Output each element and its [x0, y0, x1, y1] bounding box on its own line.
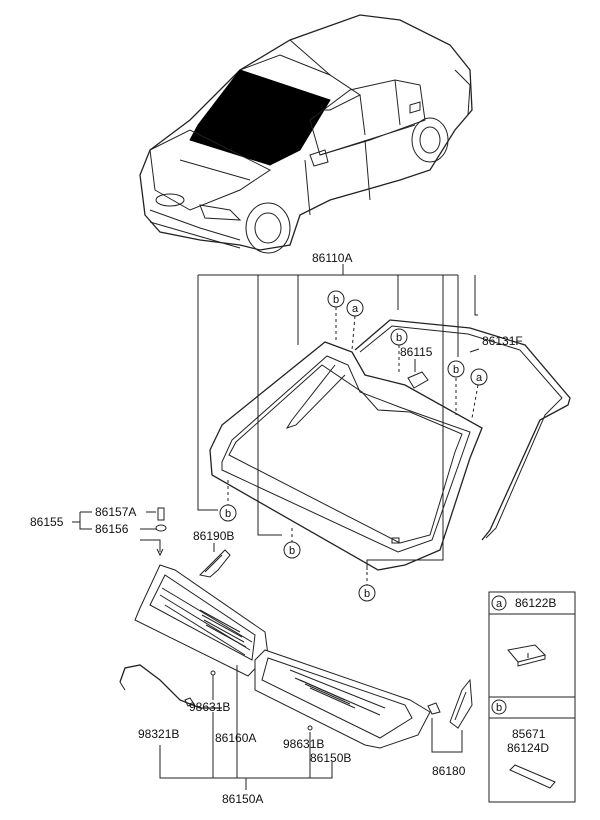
callout-b-4-letter: b — [225, 508, 231, 520]
label-86160A: 86160A — [215, 731, 256, 745]
clip-right — [307, 725, 313, 731]
label-86180: 86180 — [432, 764, 466, 778]
callout-a-2-letter: a — [476, 372, 483, 384]
callout-b-6 — [358, 584, 376, 602]
label-86157A: 86157A — [95, 505, 136, 519]
car-illustration — [139, 14, 473, 254]
bolt-86157A-icon — [157, 507, 165, 521]
label-98631B-left: 98631B — [189, 700, 230, 714]
legend-b-part-icon — [509, 764, 556, 789]
mirror-bracket — [407, 371, 429, 389]
washer-hose — [119, 664, 222, 709]
windshield-glass — [209, 341, 483, 571]
label-86110A: 86110A — [312, 251, 352, 265]
cowl-panel-left — [134, 564, 269, 677]
label-98631B-right: 98631B — [283, 737, 324, 751]
legend-a-part-icon — [507, 644, 546, 663]
label-86150B: 86150B — [310, 751, 351, 765]
label-86115: 86115 — [400, 345, 433, 359]
callout-b-2 — [390, 328, 408, 346]
leader-86110A — [197, 264, 478, 570]
cowl-bracket: 86190B — [193, 529, 234, 578]
legend-a-circle — [491, 595, 507, 611]
side-cover — [427, 678, 473, 753]
callout-a-1 — [346, 299, 364, 317]
label-86155: 86155 — [30, 515, 64, 529]
callout-a-1-letter: a — [352, 303, 359, 315]
legend-box: a 86122B b 85671 86124D — [488, 591, 576, 803]
legend-b-circle — [491, 699, 507, 715]
label-86190B: 86190B — [193, 529, 234, 543]
callout-a-2 — [470, 368, 488, 386]
callout-leaders — [227, 307, 479, 585]
callout-b-1 — [327, 290, 345, 308]
legend-b-part-1: 85671 — [512, 727, 546, 741]
callout-b-2-letter: b — [396, 332, 402, 344]
legend-b-letter: b — [496, 702, 502, 714]
callout-b-5 — [283, 541, 301, 559]
callout-b-1-letter: b — [333, 294, 339, 306]
callout-b-5-letter: b — [289, 545, 295, 557]
legend-b-part-2: 86124D — [507, 741, 549, 755]
legend-a-letter: a — [496, 598, 503, 610]
bolt-group: 86155 86157A 86156 — [30, 505, 167, 557]
callout-b-4 — [219, 504, 237, 522]
callout-circles: b a b b a b b b — [219, 290, 488, 602]
callout-b-6-letter: b — [364, 588, 370, 600]
bottom-leaders — [159, 665, 333, 790]
label-86131F: 86131F — [482, 334, 523, 348]
label-86156: 86156 — [95, 522, 129, 536]
label-86150A: 86150A — [222, 792, 263, 806]
callout-b-3-letter: b — [453, 364, 459, 376]
label-98321B: 98321B — [138, 727, 179, 741]
bolt-86156-icon — [155, 524, 167, 532]
cowl-panel-right — [254, 649, 431, 749]
callout-b-3 — [447, 360, 465, 378]
legend-a-part: 86122B — [515, 596, 556, 610]
windshield-moulding — [354, 319, 571, 541]
